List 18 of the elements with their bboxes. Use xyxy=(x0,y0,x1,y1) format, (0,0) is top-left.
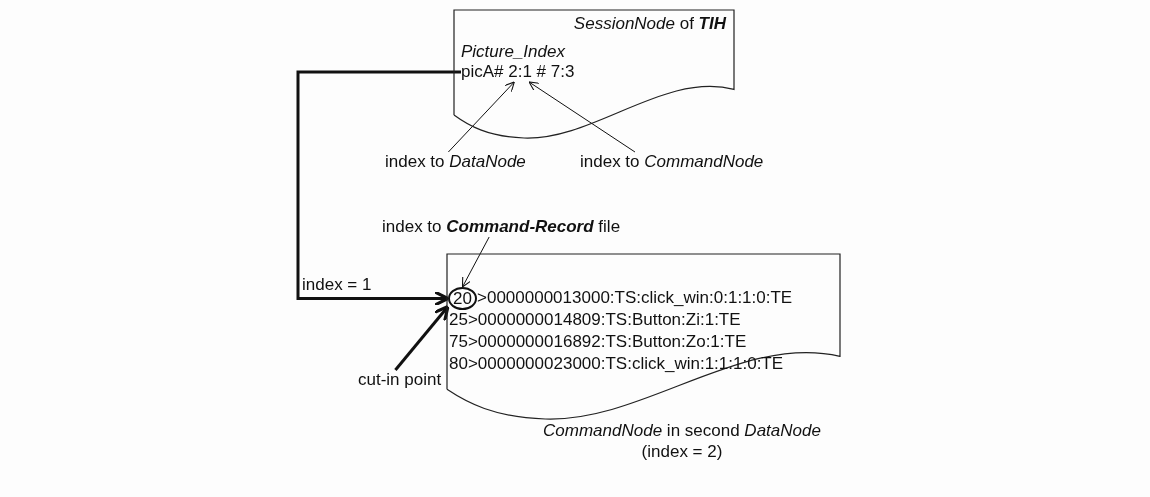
leader-arrow xyxy=(528,81,636,153)
connector-arrow xyxy=(394,305,450,371)
node-text: 25>0000000014809:TS:Button:Zi:1:TE xyxy=(449,310,741,330)
document-shape xyxy=(454,10,734,138)
node-text: >0000000013000:TS:click_win:0:1:1:0:TE xyxy=(477,288,793,308)
leader-arrow xyxy=(447,81,515,153)
node-text: SessionNode of TIH xyxy=(573,14,726,34)
annotation-text: index to DataNode xyxy=(385,152,526,172)
node-text: 75>0000000016892:TS:Button:Zo:1:TE xyxy=(449,332,747,352)
leader-arrow xyxy=(461,236,490,288)
annotation-text: cut-in point xyxy=(358,370,442,390)
circled-index: 20 xyxy=(448,287,477,310)
node-text: Picture_Index xyxy=(461,42,565,62)
caption-text: CommandNode in second DataNode (index = 2) xyxy=(542,420,822,462)
annotation-text: index to CommandNode xyxy=(580,152,764,172)
connector-arrow xyxy=(296,70,461,307)
text-line: picA# 2:1 # 7:3 xyxy=(461,62,575,82)
annotation-text: index to Command-Record file xyxy=(382,217,621,237)
